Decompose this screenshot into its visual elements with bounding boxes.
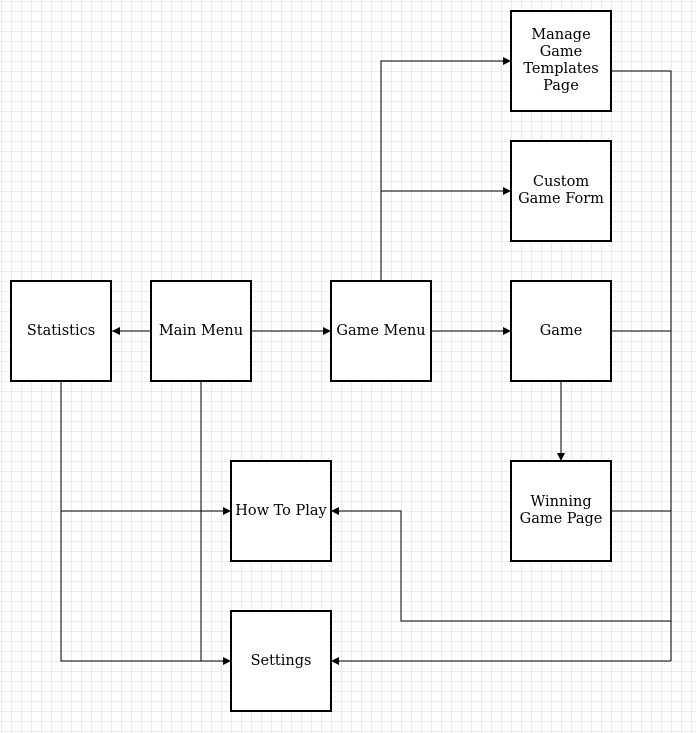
edge-bus-howtoplay (331, 507, 671, 622)
node-label: Main Menu (158, 322, 244, 339)
edge-statistics-settings (60, 381, 231, 665)
node-game[interactable]: Game (510, 280, 612, 382)
node-label: Manage Game Templates Page (523, 27, 599, 94)
node-main-menu[interactable]: Main Menu (150, 280, 252, 382)
edge-right-bus (611, 70, 672, 661)
node-settings[interactable]: Settings (230, 610, 332, 712)
node-manage-game-templates-page[interactable]: Manage Game Templates Page (510, 10, 612, 112)
node-label: Custom Game Form (518, 174, 604, 207)
node-label: Game (539, 322, 583, 339)
node-label: How To Play (235, 502, 327, 519)
node-label: Settings (250, 652, 312, 669)
node-game-menu[interactable]: Game Menu (330, 280, 432, 382)
node-statistics[interactable]: Statistics (10, 280, 112, 382)
edge-gamemenu-managetemplates (380, 57, 511, 281)
node-custom-game-form[interactable]: Custom Game Form (510, 140, 612, 242)
node-label: Game Menu (336, 322, 426, 339)
node-label: Winning Game Page (519, 494, 603, 527)
node-winning-game-page[interactable]: Winning Game Page (510, 460, 612, 562)
node-how-to-play[interactable]: How To Play (230, 460, 332, 562)
node-label: Statistics (26, 322, 96, 339)
